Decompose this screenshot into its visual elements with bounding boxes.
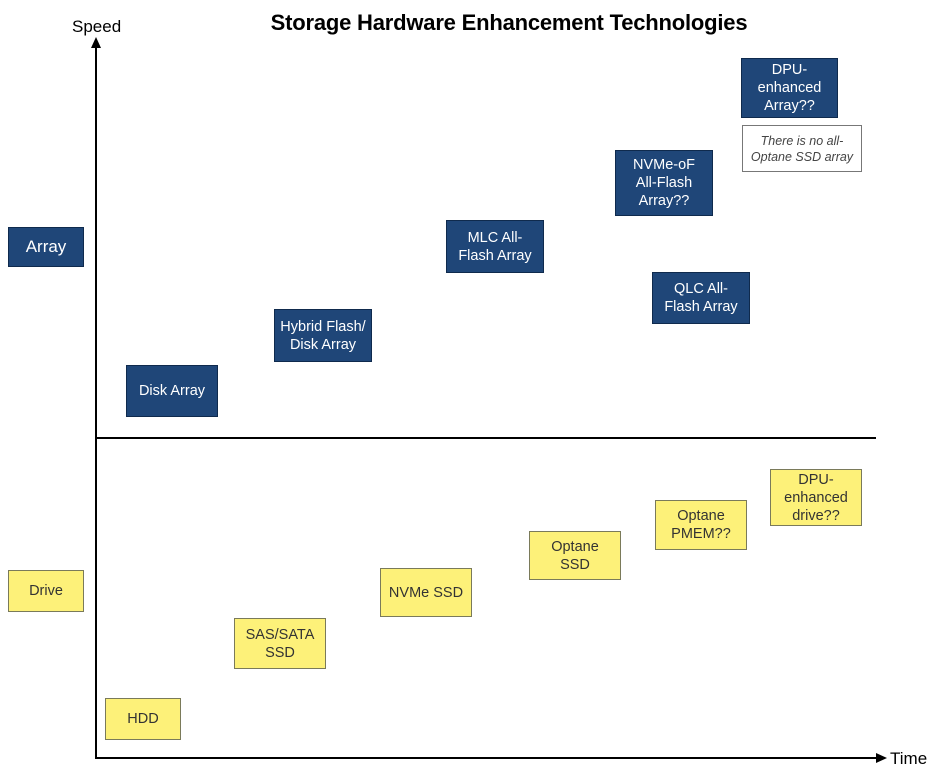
box-optane-pmem: Optane PMEM??	[655, 500, 747, 550]
category-array: Array	[8, 227, 84, 267]
y-axis-label: Speed	[72, 17, 122, 36]
box-disk-array: Disk Array	[126, 365, 218, 417]
category-drive: Drive	[8, 570, 84, 612]
box-hybrid-flash-disk-array: Hybrid Flash/ Disk Array	[274, 309, 372, 362]
box-mlc-all-flash-array: MLC All- Flash Array	[446, 220, 544, 273]
y-axis	[95, 46, 97, 759]
box-dpu-enhanced-array: DPU- enhanced Array??	[741, 58, 838, 118]
x-axis-arrow-icon	[876, 753, 887, 763]
x-axis	[95, 757, 878, 759]
box-hdd: HDD	[105, 698, 181, 740]
box-nvme-ssd: NVMe SSD	[380, 568, 472, 617]
page-title: Storage Hardware Enhancement Technologie…	[270, 10, 748, 35]
array-drive-divider	[95, 437, 876, 439]
box-nvmeof-all-flash-array: NVMe-oF All-Flash Array??	[615, 150, 713, 216]
note-no-optane-array: There is no all- Optane SSD array	[742, 125, 862, 172]
x-axis-label: Time	[890, 749, 928, 768]
box-qlc-all-flash-array: QLC All- Flash Array	[652, 272, 750, 324]
y-axis-arrow-icon	[91, 37, 101, 48]
box-sas-sata-ssd: SAS/SATA SSD	[234, 618, 326, 669]
box-dpu-enhanced-drive: DPU- enhanced drive??	[770, 469, 862, 526]
box-optane-ssd: Optane SSD	[529, 531, 621, 580]
